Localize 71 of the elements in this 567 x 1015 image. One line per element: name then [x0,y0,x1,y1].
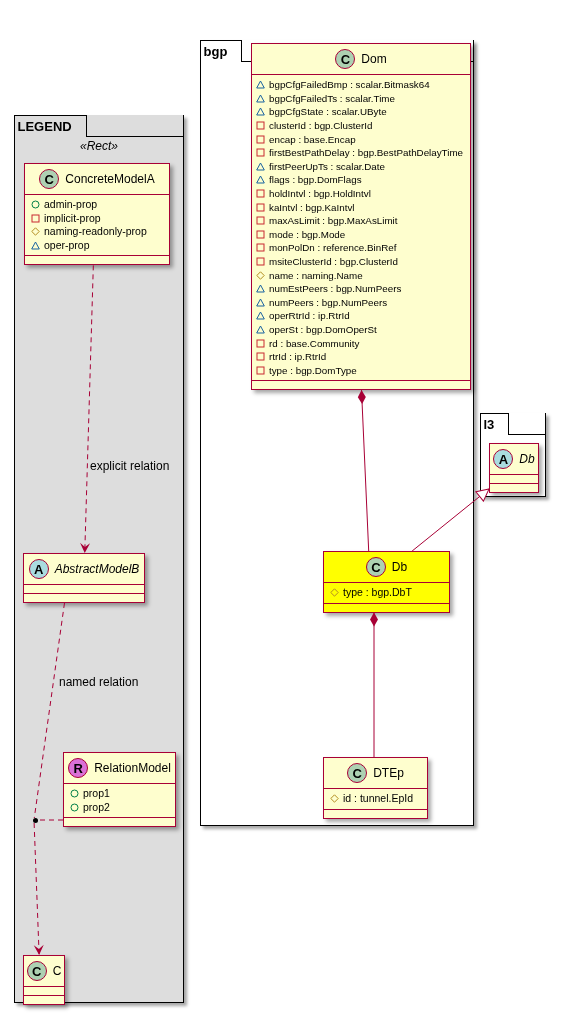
class-name: DTEp [373,766,404,780]
attribute-text: firstPeerUpTs : scalar.Date [269,159,385,173]
attribute-text: prop2 [83,800,110,814]
connector [33,602,65,819]
connector [357,389,370,552]
attribute-text: encap : base.Encap [269,132,356,146]
attribute-text: bgpCfgState : scalar.UByte [269,105,387,119]
class-name: Db [519,452,535,466]
attribute-text: numPeers : bgp.NumPeers [269,295,388,309]
class-name: C [52,964,62,978]
package-tab: l3 [479,413,510,435]
package-frame [200,40,474,826]
attribute-text: maxAsLimit : bgp.MaxAsLimit [269,214,398,228]
attribute-text: numEstPeers : bgp.NumPeers [269,282,402,296]
attribute-text: oper-prop [44,239,90,253]
connector [411,488,490,552]
class-box [23,955,65,1005]
class-box [23,553,145,603]
attribute-text: bgpCfgFailedTs : scalar.Time [269,91,395,105]
connector [370,612,378,758]
package-tab: bgp [199,40,243,62]
attribute-text: rd : base.Community [269,336,360,350]
attribute-text: bgpCfgFailedBmp : scalar.Bitmask64 [269,78,430,92]
attribute-text: operSt : bgp.DomOperSt [269,323,377,336]
package-frame [14,115,184,1003]
class-name: AbstractModelB [54,562,140,576]
attribute-text: id : tunnel.EpId [343,792,414,806]
class-type-badge: C [365,557,386,577]
attribute-text: holdIntvl : bgp.HoldIntvl [269,187,371,201]
attribute-text: flags : bgp.DomFlags [269,173,362,187]
class-type-badge: A [493,449,514,469]
attribute-text: firstBestPathDelay : bgp.BestPathDelayTime [269,146,464,160]
class-type-badge: C [26,961,47,981]
class-type-badge: A [28,559,49,579]
class-box [323,551,450,613]
class-box [323,757,428,819]
attribute-text: type : bgp.DomType [269,363,357,377]
class-box [489,443,539,493]
stereotype-label: «Rect» [80,139,118,153]
class-box [24,163,170,266]
attribute-text: monPolDn : reference.BinRef [269,241,397,255]
class-name: RelationModel [94,761,171,775]
class-box [251,43,471,391]
package-tab: LEGEND [13,115,87,137]
edge-label: named relation [59,675,139,689]
attribute-text: mode : bgp.Mode [269,227,346,241]
attribute-text: implicit-prop [44,211,101,225]
attribute-text: rtrId : ip.RtrId [269,350,327,364]
edge-label: explicit relation [90,459,170,473]
class-type-badge: C [347,763,368,783]
attribute-text: name : naming.Name [269,268,363,282]
class-name: Dom [361,52,387,66]
connector [80,264,94,554]
attribute-text: naming-readonly-prop [44,225,147,239]
connector [33,822,44,956]
class-type-badge: C [335,49,356,69]
class-name: Db [391,560,408,574]
attribute-text: operRtrId : ip.RtrId [269,309,350,323]
attribute-text: kaIntvl : bgp.KaIntvl [269,200,355,214]
class-type-badge: C [39,169,60,189]
class-type-badge: R [68,758,89,778]
attribute-text: type : bgp.DbT [343,586,412,600]
package-frame [480,413,546,497]
attribute-text: prop1 [83,787,110,801]
class-box [63,752,176,828]
class-name: ConcreteModelA [65,172,155,186]
attribute-text: clusterId : bgp.ClusterId [269,119,373,133]
connector [37,819,64,821]
attribute-text: admin-prop [44,198,98,212]
junction-dot [33,818,38,823]
attribute-text: msiteClusterId : bgp.ClusterId [269,255,399,268]
